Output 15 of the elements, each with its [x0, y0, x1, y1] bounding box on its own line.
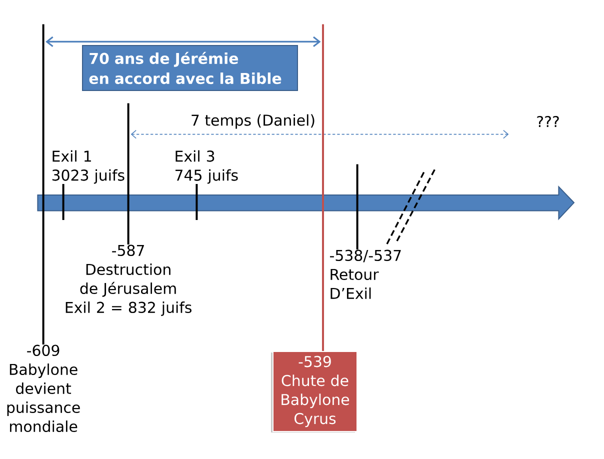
period-label: 7 temps (Daniel) [192, 114, 314, 129]
marker-line [196, 184, 198, 220]
marker-line [127, 103, 130, 244]
event-label: Exil 1 3023 juifs [52, 150, 124, 184]
event-label: -609 Babylone devient puissance mondiale [7, 344, 80, 432]
marker-line [62, 184, 64, 220]
event-box: -539 Chute de Babylone Cyrus [271, 351, 358, 432]
marker-line [42, 24, 44, 344]
marker-line [356, 164, 358, 250]
event-label: -538/-537 Retour D’Exil [330, 250, 401, 299]
event-label: Exil 3 745 juifs [176, 150, 238, 184]
event-label: -587 Destruction de Jérusalem Exil 2 = 832 juifs [66, 244, 192, 316]
marker-line [322, 24, 324, 351]
question-marks-label: ??? [537, 116, 559, 128]
callout-box: 70 ans de Jérémie en accord avec la Bible [82, 45, 298, 91]
